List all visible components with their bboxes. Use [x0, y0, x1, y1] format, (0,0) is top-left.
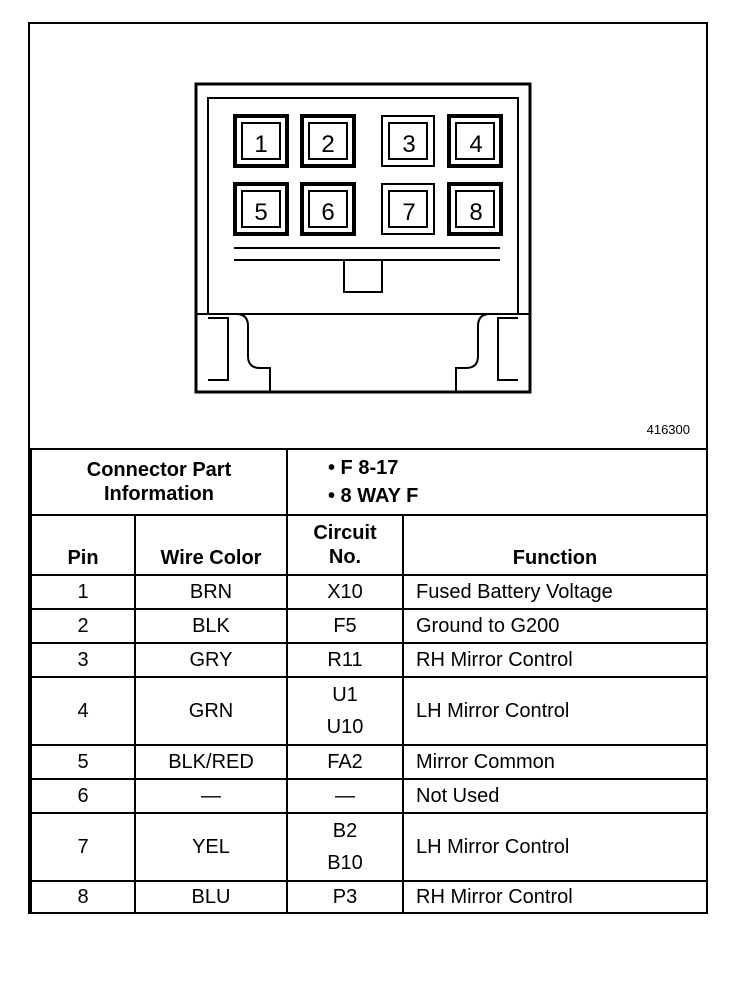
pin-label-7: 7: [402, 199, 415, 226]
cell-function: LH Mirror Control: [402, 812, 708, 882]
table-row: 6 — — Not Used: [30, 778, 708, 814]
cell-circuit: X10: [286, 574, 404, 610]
cell-pin: 1: [30, 574, 136, 610]
cell-wire-color: BLK/RED: [134, 744, 288, 780]
connector-face-drawing: 1 2 3 4: [194, 82, 532, 394]
pin-label-6: 6: [321, 199, 334, 226]
circuit-value: U10: [326, 716, 364, 738]
part-info-item: • F 8-17: [328, 457, 399, 479]
figure-id: 416300: [646, 422, 690, 437]
header-circuit-line1: Circuit: [313, 522, 377, 544]
part-info-label-line1: Connector Part: [86, 459, 232, 481]
pin-cavity-8: 8: [447, 182, 503, 236]
cell-wire-color: YEL: [134, 812, 288, 882]
pin-cavity-5: 5: [233, 182, 289, 236]
circuit-value: B10: [327, 852, 363, 874]
header-circuit: Circuit No.: [286, 514, 404, 576]
pin-label-8: 8: [469, 199, 482, 226]
pin-label-2: 2: [321, 131, 334, 158]
cell-pin: 6: [30, 778, 136, 814]
cell-function: RH Mirror Control: [402, 642, 708, 678]
cell-circuit: —: [286, 778, 404, 814]
cell-function: LH Mirror Control: [402, 676, 708, 746]
part-info-label: Connector Part Information: [30, 448, 288, 516]
cell-pin: 2: [30, 608, 136, 644]
header-wire-color: Wire Color: [134, 514, 288, 576]
cell-wire-color: BLU: [134, 880, 288, 914]
cell-circuit: F5: [286, 608, 404, 644]
pin-cavity-4: 4: [447, 114, 503, 168]
part-info-label-line2: Information: [104, 483, 214, 505]
connector-diagram: 1 2 3 4: [30, 24, 706, 448]
cell-wire-color: —: [134, 778, 288, 814]
header-row: Pin Wire Color Circuit No. Function: [30, 514, 708, 576]
cell-circuit: B2 B10: [286, 812, 404, 882]
pin-label-3: 3: [402, 131, 415, 158]
pin-cavity-2: 2: [300, 114, 356, 168]
pin-cavity-3: 3: [381, 115, 435, 167]
cell-wire-color: BLK: [134, 608, 288, 644]
table-row: 5 BLK/RED FA2 Mirror Common: [30, 744, 708, 780]
pinout-table: Connector Part Information • F 8-17 • 8 …: [30, 448, 708, 914]
header-function: Function: [402, 514, 708, 576]
table-row: 1 BRN X10 Fused Battery Voltage: [30, 574, 708, 610]
connector-sheet: 1 2 3 4: [28, 22, 708, 914]
cell-circuit: U1 U10: [286, 676, 404, 746]
cell-function: Mirror Common: [402, 744, 708, 780]
circuit-value: U1: [332, 684, 358, 706]
part-info-item: • 8 WAY F: [328, 485, 419, 507]
cell-function: RH Mirror Control: [402, 880, 708, 914]
pin-label-5: 5: [254, 199, 267, 226]
pin-cavity-7: 7: [381, 183, 435, 235]
pin-cavity-6: 6: [300, 182, 356, 236]
cell-pin: 7: [30, 812, 136, 882]
pin-label-1: 1: [254, 131, 267, 158]
cell-pin: 5: [30, 744, 136, 780]
cell-wire-color: BRN: [134, 574, 288, 610]
header-pin: Pin: [30, 514, 136, 576]
cell-pin: 8: [30, 880, 136, 914]
header-circuit-line2: No.: [328, 546, 362, 568]
table-row: 8 BLU P3 RH Mirror Control: [30, 880, 708, 914]
table-row: 3 GRY R11 RH Mirror Control: [30, 642, 708, 678]
table-row: 4 GRN U1 U10 LH Mirror Control: [30, 676, 708, 746]
cell-pin: 3: [30, 642, 136, 678]
cell-function: Fused Battery Voltage: [402, 574, 708, 610]
cell-function: Ground to G200: [402, 608, 708, 644]
cell-circuit: FA2: [286, 744, 404, 780]
table-row: 2 BLK F5 Ground to G200: [30, 608, 708, 644]
cell-wire-color: GRY: [134, 642, 288, 678]
circuit-value: B2: [332, 820, 358, 842]
cell-pin: 4: [30, 676, 136, 746]
cell-function: Not Used: [402, 778, 708, 814]
cell-circuit: P3: [286, 880, 404, 914]
table-row: 7 YEL B2 B10 LH Mirror Control: [30, 812, 708, 882]
cell-circuit: R11: [286, 642, 404, 678]
pin-label-4: 4: [469, 131, 482, 158]
pin-cavity-1: 1: [233, 114, 289, 168]
part-info-values: • F 8-17 • 8 WAY F: [286, 448, 708, 516]
part-info-row: Connector Part Information • F 8-17 • 8 …: [30, 448, 708, 516]
cell-wire-color: GRN: [134, 676, 288, 746]
